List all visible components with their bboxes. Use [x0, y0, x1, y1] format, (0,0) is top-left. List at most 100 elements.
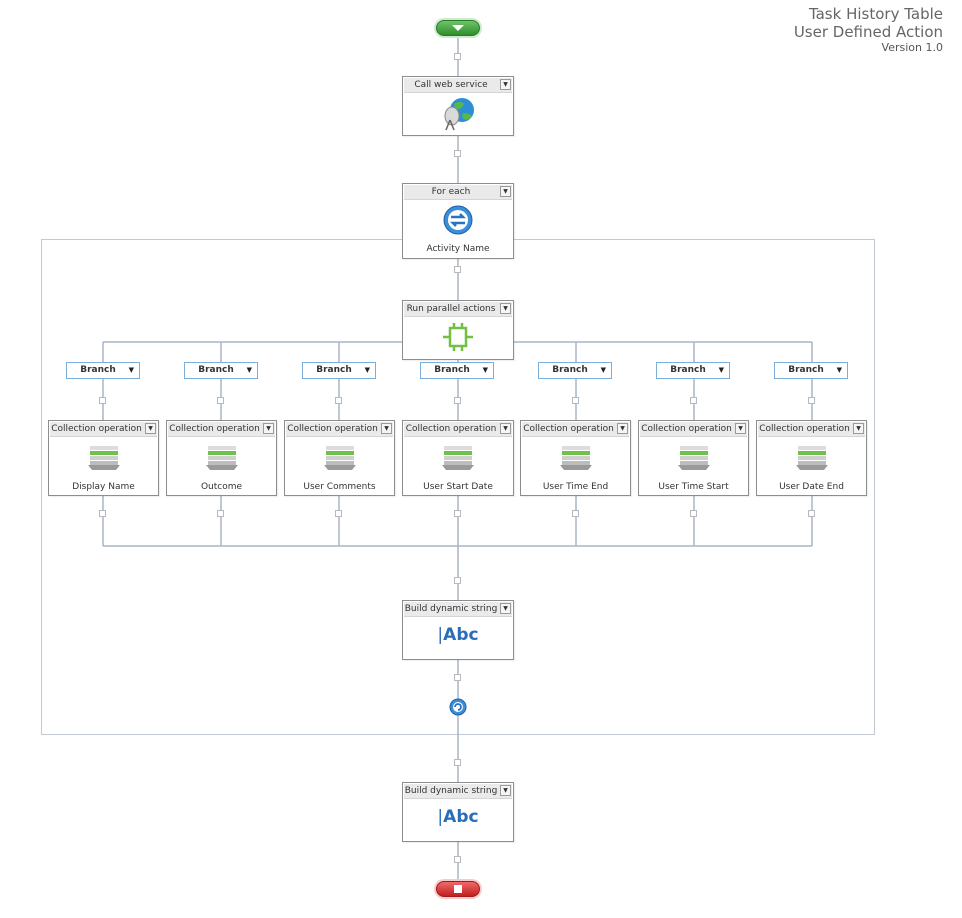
workflow-title: Task History Table: [808, 5, 943, 23]
abc-glyph: Abc: [443, 807, 479, 827]
branch-header[interactable]: Branch▼: [774, 362, 848, 379]
drop-zone[interactable]: [454, 577, 461, 584]
drop-zone[interactable]: [335, 397, 342, 404]
workflow-end[interactable]: [436, 881, 480, 897]
drop-zone[interactable]: [99, 397, 106, 404]
collection-operation-action[interactable]: Collection operation▼ User Date End: [756, 420, 867, 496]
collection-layers-icon: [559, 446, 592, 470]
action-title-bar: Collection operation▼: [758, 422, 865, 437]
drop-zone[interactable]: [217, 510, 224, 517]
action-title-bar: Collection operation▼: [168, 422, 275, 437]
action-label: Collection operation: [51, 424, 142, 434]
branch-label: Branch: [552, 365, 588, 375]
chevron-down-icon[interactable]: ▼: [718, 366, 724, 374]
chevron-down-icon[interactable]: ▼: [364, 366, 370, 374]
action-title-bar: Call web service ▼: [404, 78, 512, 93]
abc-glyph: Abc: [443, 625, 479, 645]
branch-header[interactable]: Branch ▼: [184, 362, 258, 379]
action-label: Run parallel actions: [406, 304, 496, 314]
drop-zone[interactable]: [454, 266, 461, 273]
action-menu-dropdown[interactable]: ▼: [500, 303, 511, 314]
chevron-down-icon[interactable]: ▼: [246, 366, 252, 374]
call-web-service-action[interactable]: Call web service ▼: [402, 76, 514, 136]
branch-header[interactable]: Branch ▼: [302, 362, 376, 379]
branch-header[interactable]: Branch ▼: [66, 362, 140, 379]
drop-zone[interactable]: [808, 397, 815, 404]
for-each-loop-icon: [443, 205, 473, 235]
branch-label: Branch: [316, 365, 352, 375]
drop-zone[interactable]: [99, 510, 106, 517]
build-dynamic-string-action[interactable]: Build dynamic string ▼ |Abc: [402, 600, 514, 660]
action-menu-dropdown[interactable]: ▼: [145, 423, 156, 434]
workflow-start[interactable]: [436, 20, 480, 36]
drop-zone[interactable]: [808, 510, 815, 517]
collection-operation-action[interactable]: Collection operation▼ User Time Start: [638, 420, 749, 496]
drop-zone[interactable]: [454, 759, 461, 766]
action-menu-dropdown[interactable]: ▼: [500, 186, 511, 197]
branch-header[interactable]: Branch ▼: [420, 362, 494, 379]
action-label: Collection operation: [287, 424, 378, 434]
web-service-icon: [444, 98, 474, 131]
action-title-bar: Collection operation▼: [640, 422, 747, 437]
run-parallel-actions-action[interactable]: Run parallel actions ▼: [402, 300, 514, 360]
action-title-bar: Collection operation▼: [50, 422, 157, 437]
action-menu-dropdown[interactable]: ▼: [500, 423, 511, 434]
drop-zone[interactable]: [454, 53, 461, 60]
action-label: Collection operation: [759, 424, 850, 434]
action-menu-dropdown[interactable]: ▼: [853, 423, 864, 434]
action-label: Collection operation: [169, 424, 260, 434]
drop-zone[interactable]: [217, 397, 224, 404]
drop-zone[interactable]: [454, 856, 461, 863]
branch-label: Branch: [80, 365, 116, 375]
drop-zone[interactable]: [454, 674, 461, 681]
drop-zone[interactable]: [454, 510, 461, 517]
loop-end-icon: [449, 698, 467, 716]
action-title-bar: Collection operation▼: [404, 422, 512, 437]
action-label: Call web service: [414, 80, 488, 90]
action-label: Collection operation: [405, 424, 497, 434]
collection-operation-action[interactable]: Collection operation▼ User Comments: [284, 420, 395, 496]
drop-zone[interactable]: [454, 150, 461, 157]
drop-zone[interactable]: [572, 510, 579, 517]
drop-zone[interactable]: [572, 397, 579, 404]
branch-label: Branch: [434, 365, 470, 375]
action-menu-dropdown[interactable]: ▼: [500, 603, 511, 614]
action-caption: User Date End: [779, 482, 844, 492]
drop-zone[interactable]: [690, 397, 697, 404]
branch-header[interactable]: Branch▼: [656, 362, 730, 379]
chevron-down-icon[interactable]: ▼: [600, 366, 606, 374]
chevron-down-icon[interactable]: ▼: [128, 366, 134, 374]
collection-layers-icon: [205, 446, 238, 470]
chevron-down-icon[interactable]: ▼: [482, 366, 488, 374]
abc-text-icon: |Abc: [437, 807, 479, 827]
action-menu-dropdown[interactable]: ▼: [500, 785, 511, 796]
action-caption: Display Name: [72, 482, 135, 492]
branch-label: Branch: [198, 365, 234, 375]
action-label: Collection operation: [641, 424, 732, 434]
chevron-down-icon[interactable]: ▼: [836, 366, 842, 374]
collection-operation-action[interactable]: Collection operation▼ User Time End: [520, 420, 631, 496]
action-caption: User Start Date: [423, 482, 493, 492]
action-label: Build dynamic string: [404, 786, 498, 796]
action-title-bar: For each ▼: [404, 185, 512, 200]
workflow-header: Task History Table User Defined Action V…: [794, 5, 943, 54]
action-caption: Outcome: [200, 482, 243, 492]
action-menu-dropdown[interactable]: ▼: [735, 423, 746, 434]
collection-operation-action[interactable]: Collection operation▼ User Start Date: [402, 420, 514, 496]
action-menu-dropdown[interactable]: ▼: [381, 423, 392, 434]
build-dynamic-string-action[interactable]: Build dynamic string ▼ |Abc: [402, 782, 514, 842]
action-label: For each: [431, 187, 471, 197]
workflow-subtitle: User Defined Action: [793, 23, 943, 41]
drop-zone[interactable]: [690, 510, 697, 517]
drop-zone[interactable]: [335, 510, 342, 517]
collection-layers-icon: [677, 446, 710, 470]
collection-operation-action[interactable]: Collection operation▼ Outcome: [166, 420, 277, 496]
for-each-action[interactable]: For each ▼ Activity Name: [402, 183, 514, 259]
action-menu-dropdown[interactable]: ▼: [617, 423, 628, 434]
drop-zone[interactable]: [454, 397, 461, 404]
action-title-bar: Collection operation▼: [286, 422, 393, 437]
action-menu-dropdown[interactable]: ▼: [263, 423, 274, 434]
collection-operation-action[interactable]: Collection operation▼ Display Name: [48, 420, 159, 496]
action-menu-dropdown[interactable]: ▼: [500, 79, 511, 90]
branch-header[interactable]: Branch ▼: [538, 362, 612, 379]
